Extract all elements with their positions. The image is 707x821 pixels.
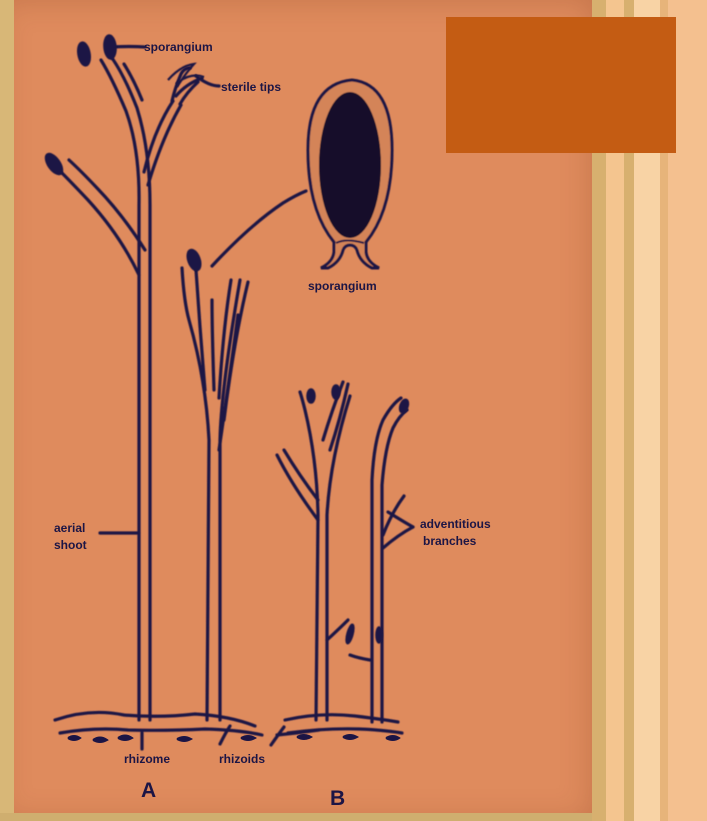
shoot-b-outline [300, 392, 318, 720]
adventitious-branch [327, 620, 348, 640]
rhizome-a [55, 712, 255, 726]
aerial-shoot-outline [112, 58, 150, 720]
label-sporangium-detail: sporangium [308, 279, 377, 293]
shoot-b-outline [382, 410, 407, 722]
rhizoid-mark [297, 735, 311, 739]
adventitious-branch [350, 655, 370, 660]
second-shoot-branch [219, 315, 238, 450]
rhizoid-mark [177, 737, 191, 741]
rhizome-a [60, 729, 262, 735]
rhizoid-mark [241, 736, 255, 740]
rhizoid-mark [68, 736, 80, 740]
label-leader [212, 191, 306, 266]
second-shoot-branch [212, 300, 214, 390]
sporangium-tip [76, 41, 92, 67]
sporangium-tip [103, 35, 117, 60]
label-adventitious: adventitious [420, 517, 491, 531]
figure-label-b: B [330, 787, 345, 810]
label-leader [112, 47, 145, 48]
sporangium-tip [332, 385, 340, 399]
label-sterile-tips: sterile tips [221, 80, 281, 94]
figure-label-a: A [141, 779, 156, 802]
second-shoot-outline [182, 268, 209, 720]
sporangium-tip [345, 624, 356, 645]
label-leader [388, 512, 413, 527]
upper-branch-outline [144, 101, 173, 172]
sporangium-tip [376, 627, 382, 643]
rhizoid-mark [93, 738, 107, 743]
aerial-shoot-outline [101, 60, 139, 720]
rhizoid-mark [343, 735, 357, 739]
label-rhizome: rhizome [124, 752, 170, 766]
left-branch-outline [69, 160, 145, 250]
label-leader [196, 76, 219, 86]
rhizoid-mark [118, 736, 132, 741]
label-sporangium: sporangium [144, 40, 213, 54]
label-shoot: shoot [54, 538, 87, 552]
rhizoid-mark [386, 736, 399, 740]
label-rhizoids: rhizoids [219, 752, 265, 766]
sporangium-detail-spores [319, 92, 381, 238]
sporangium-tip [185, 248, 204, 273]
shoot-b-branch [277, 455, 318, 520]
sporangium-tip [42, 151, 66, 178]
label-aerial: aerial [54, 521, 85, 535]
label-branches: branches [423, 534, 477, 548]
label-leader [383, 527, 413, 548]
sporangium-tip [307, 389, 315, 403]
